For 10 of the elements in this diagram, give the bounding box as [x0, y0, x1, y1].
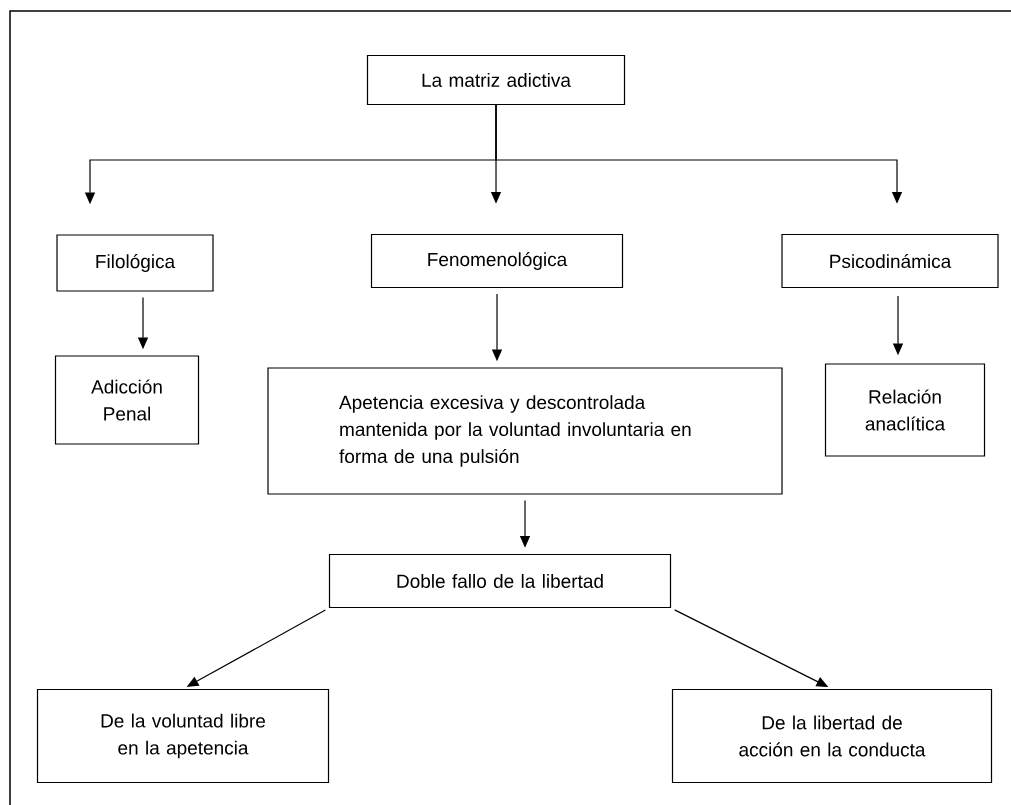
text-box: De la voluntad libre en la apetencia: [36, 688, 330, 784]
text-box: Fenomenológica: [370, 233, 624, 289]
text-box: Apetencia excesiva y descontrolada mantenida por la voluntad involuntaria en forma de una pulsión: [267, 367, 783, 495]
text-box: La matriz adictiva: [366, 54, 626, 106]
text-box: Psicodinámica: [781, 233, 999, 289]
text-box: Adicción Penal: [54, 355, 200, 445]
text-box: Filológica: [56, 234, 214, 292]
text-box: Doble fallo de la libertad: [328, 553, 672, 609]
text-box: De la libertad de acción en la conducta: [671, 688, 993, 784]
text-box: Relación anaclítica: [824, 363, 986, 457]
